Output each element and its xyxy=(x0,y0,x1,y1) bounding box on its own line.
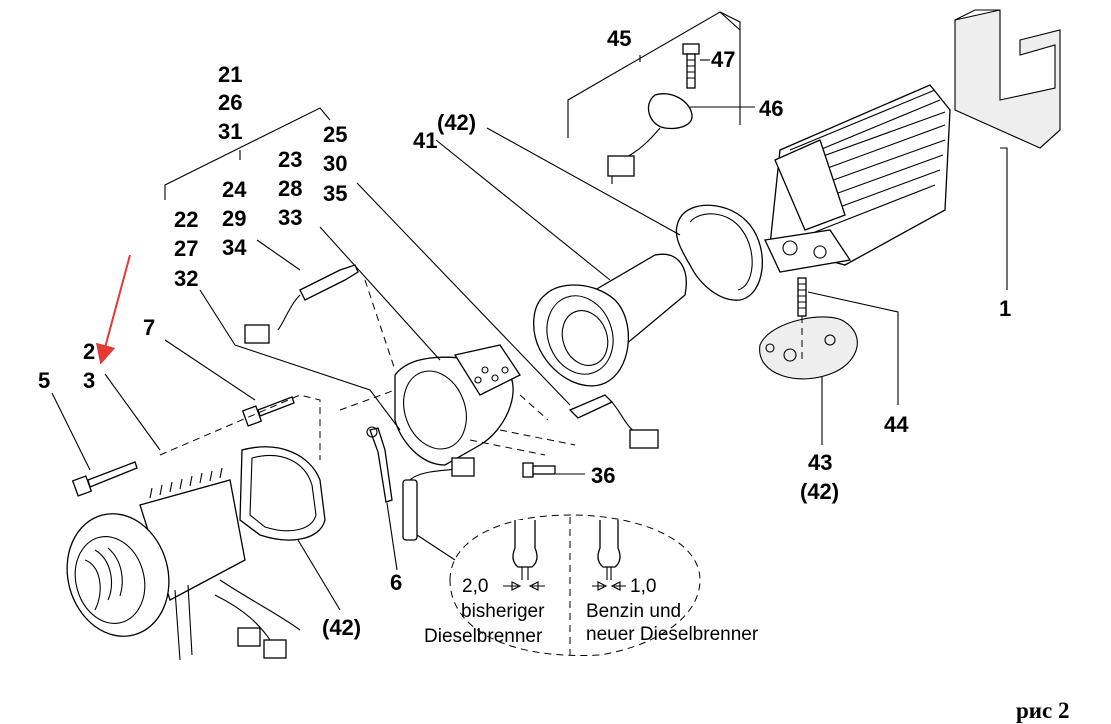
callout-26: 26 xyxy=(218,90,242,115)
callout-28: 28 xyxy=(278,176,302,201)
callout-1: 1 xyxy=(999,296,1011,321)
callout-45: 45 xyxy=(607,26,631,51)
figure-label: рис 2 xyxy=(1016,698,1070,723)
detail-view xyxy=(449,514,701,657)
callout-21: 21 xyxy=(218,62,242,87)
callout-41: 41 xyxy=(413,128,437,153)
callout-7: 7 xyxy=(143,315,155,340)
glow-plug-upper xyxy=(244,264,359,344)
callout-5: 5 xyxy=(38,368,50,393)
callout-25: 25 xyxy=(323,122,347,147)
callout-42-left: (42) xyxy=(322,615,361,640)
gasket-41 xyxy=(675,204,763,301)
blower-assembly xyxy=(66,467,301,661)
callout-numbers: 21 26 31 25 30 35 23 28 33 24 29 34 22 2… xyxy=(38,26,1011,640)
screw-36 xyxy=(522,462,556,478)
detail-right-caption-1: Benzin und xyxy=(586,601,681,622)
red-pointer-arrow xyxy=(95,254,131,365)
callout-43: 43 xyxy=(808,450,832,475)
callout-33: 33 xyxy=(278,205,302,230)
callout-24: 24 xyxy=(222,177,247,202)
assembly-dash-lines xyxy=(159,279,576,460)
detail-left-value: 2,0 xyxy=(462,576,488,597)
callout-44: 44 xyxy=(884,412,909,437)
base-gasket-plate xyxy=(759,316,858,380)
fuel-pipe xyxy=(402,457,475,541)
mounting-bracket xyxy=(954,9,1061,149)
callout-22: 22 xyxy=(174,207,198,232)
callout-32: 32 xyxy=(174,266,198,291)
callout-29: 29 xyxy=(222,206,246,231)
callout-2: 2 xyxy=(83,339,95,364)
callout-47: 47 xyxy=(711,47,735,72)
detail-left-caption-2: Dieselbrenner xyxy=(424,626,543,647)
detail-right-caption-2: neuer Dieselbrenner xyxy=(586,624,759,645)
callout-42-right: (42) xyxy=(800,479,839,504)
callout-31: 31 xyxy=(218,119,242,144)
sensor-screw xyxy=(682,43,700,89)
callout-30: 30 xyxy=(323,151,347,176)
callout-27: 27 xyxy=(174,236,198,261)
combustion-tube xyxy=(533,253,687,387)
cable-lug xyxy=(366,426,393,503)
screw-5 xyxy=(71,461,138,497)
stud-bolt xyxy=(797,277,807,360)
callout-36: 36 xyxy=(591,463,615,488)
leader-lines xyxy=(51,11,1008,611)
callout-23: 23 xyxy=(278,147,302,172)
overheat-sensor xyxy=(607,93,693,184)
heat-exchanger xyxy=(764,84,951,273)
detail-right-value: 1,0 xyxy=(630,576,656,597)
callout-34: 34 xyxy=(222,235,247,260)
detail-captions: 2,0 bisheriger Dieselbrenner 1,0 Benzin … xyxy=(424,576,759,647)
burner-head xyxy=(394,344,521,466)
blower-gasket xyxy=(239,446,326,541)
callout-42-top: (42) xyxy=(437,110,476,135)
callout-35: 35 xyxy=(323,181,347,206)
glow-plug-right xyxy=(568,394,659,449)
callout-46: 46 xyxy=(759,96,783,121)
callout-6: 6 xyxy=(390,570,402,595)
callout-3: 3 xyxy=(83,368,95,393)
detail-left-caption-1: bisheriger xyxy=(461,601,545,622)
